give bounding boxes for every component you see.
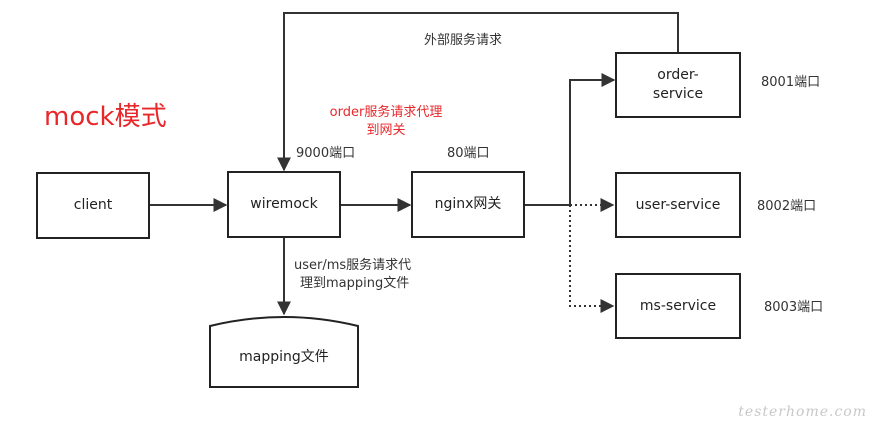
order-proxy-label: order服务请求代理 到网关 [311, 104, 461, 139]
edge-nginx-ms [569, 205, 615, 313]
order-service-label-2: service [652, 86, 704, 102]
port-8003-label: 8003端口 [764, 300, 824, 315]
order-proxy-line-2: 到网关 [366, 122, 406, 138]
order-service-node: order- service [615, 52, 741, 118]
port-8002-label: 8002端口 [757, 199, 817, 214]
nginx-label: nginx网关 [434, 196, 502, 213]
nginx-node: nginx网关 [411, 171, 525, 238]
edge-order-wiremock [277, 12, 679, 172]
ms-service-node: ms-service [615, 273, 741, 339]
watermark: testerhome.com [738, 404, 867, 420]
mapping-node: mapping文件 [210, 330, 358, 382]
user-service-label: user-service [635, 196, 721, 213]
port-80-label: 80端口 [447, 146, 490, 161]
wiremock-node: wiremock [227, 171, 341, 238]
edge-nginx-order [525, 73, 616, 206]
client-node: client [36, 172, 150, 239]
mapping-label: mapping文件 [239, 349, 329, 365]
user-ms-line-1: user/ms服务请求代 [294, 258, 412, 273]
mapping-shape [209, 316, 359, 388]
user-service-node: user-service [615, 172, 741, 238]
diagram-title: mock模式 [44, 102, 167, 132]
user-ms-proxy-label: user/ms服务请求代 理到mapping文件 [294, 257, 444, 292]
port-8001-label: 8001端口 [761, 75, 821, 90]
ms-service-label: ms-service [639, 297, 717, 314]
wiremock-label: wiremock [250, 196, 318, 213]
external-request-label: 外部服务请求 [424, 33, 503, 48]
user-ms-line-2: 理到mapping文件 [300, 275, 410, 291]
client-label: client [73, 197, 113, 214]
order-proxy-line-1: order服务请求代理 [329, 105, 443, 120]
order-service-label-1: order- [657, 67, 699, 84]
port-9000-label: 9000端口 [296, 146, 356, 161]
